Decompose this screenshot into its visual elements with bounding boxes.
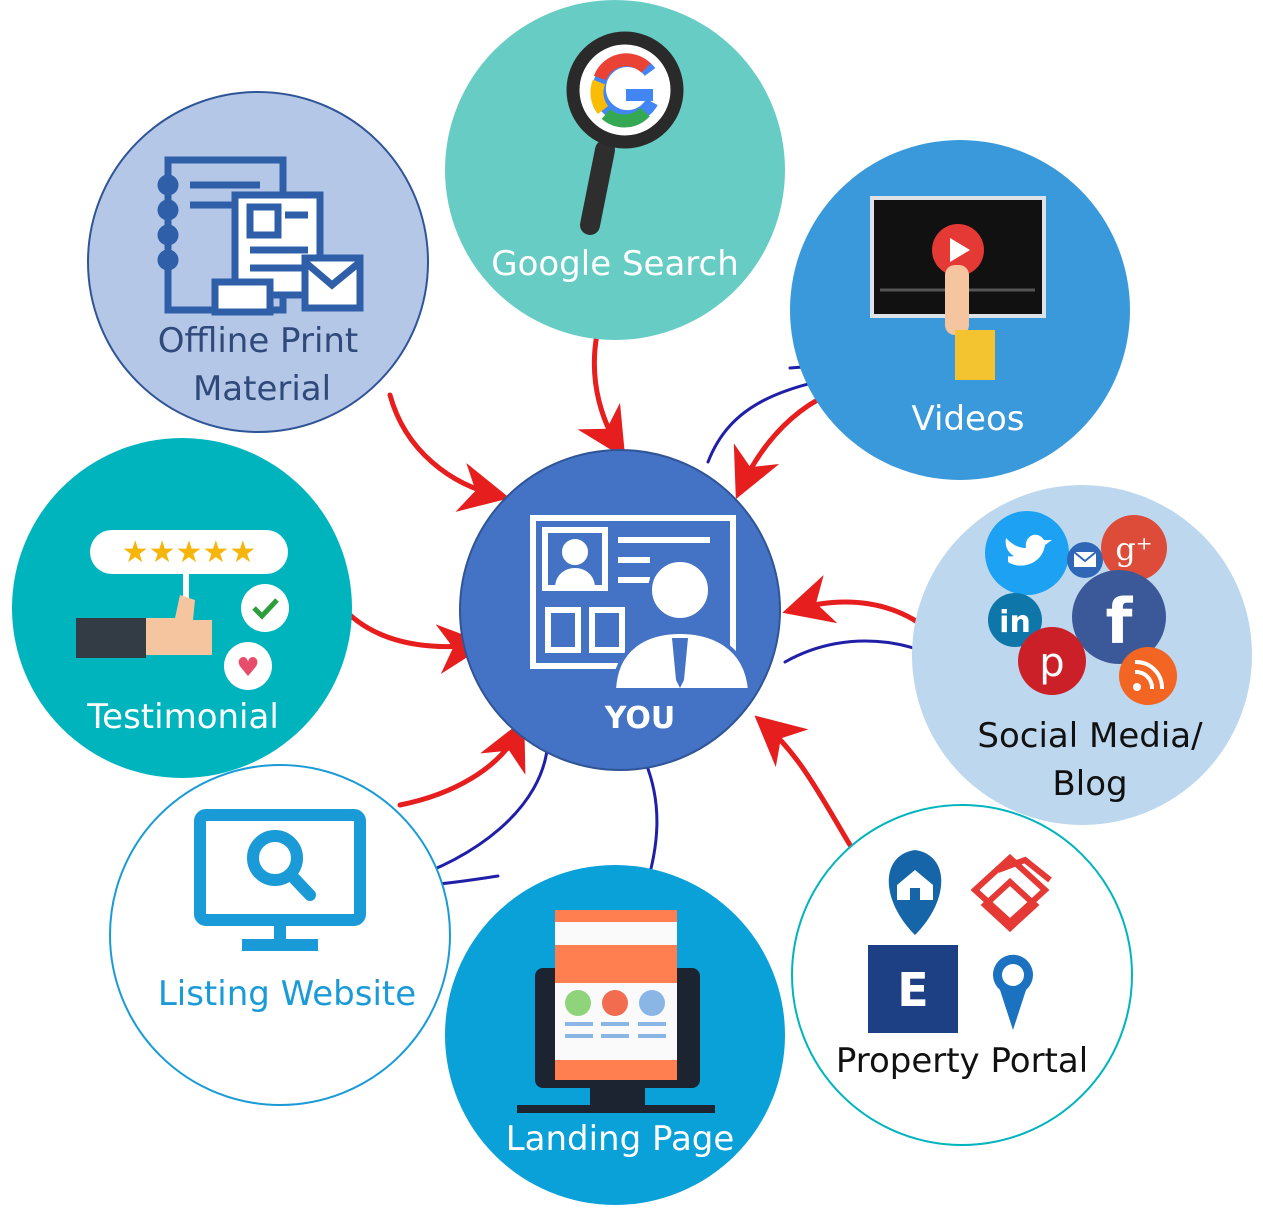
node-google-search: Google Search [445, 0, 785, 340]
svg-text:f: f [1106, 585, 1134, 658]
arrow-social-to-you [782, 575, 938, 638]
svg-text:in: in [999, 605, 1031, 640]
social-media-label-line1: Social Media/ [977, 716, 1203, 756]
edgeprop-logo-icon: E [868, 945, 958, 1033]
testimonial-label: Testimonial [86, 697, 279, 737]
google-magnifier-icon [566, 31, 684, 235]
node-social-media: g⁺ in f p Social Media/ Blog [912, 485, 1252, 825]
video-monitor-icon [870, 196, 1046, 380]
offline-print-label-line2: Material [193, 369, 331, 409]
svg-text:p: p [1039, 640, 1064, 686]
node-google-search-circle [445, 0, 785, 340]
google-plus-icon: g⁺ [1101, 515, 1167, 581]
twitter-icon [985, 511, 1069, 595]
node-you: YOU [459, 449, 781, 771]
rating-stars-icon: ★★★★★ [90, 530, 288, 605]
arrow-print-to-you [387, 392, 510, 512]
arrow-portal-to-you [754, 715, 853, 848]
node-offline-print: Offline Print Material [87, 91, 429, 433]
location-pin-icon [993, 954, 1033, 1030]
linkedin-icon: in [988, 593, 1042, 647]
facebook-icon: f [1072, 570, 1166, 664]
landing-page-label: Landing Page [506, 1119, 735, 1159]
node-property-portal-circle [791, 804, 1133, 1146]
arrow-testimonial-to-you [337, 602, 488, 675]
svg-text:E: E [897, 963, 928, 1017]
layered-roof-logo-icon [970, 853, 1052, 933]
svg-text:♥: ♥ [236, 653, 259, 683]
node-landing-page: Landing Page [445, 865, 785, 1205]
heart-bubble-icon [224, 642, 272, 690]
arrow-listing-to-you [397, 718, 526, 808]
google-search-label: Google Search [491, 244, 739, 284]
landing-page-icon [517, 910, 715, 1113]
offline-print-label-line1: Offline Print [158, 321, 359, 361]
monitor-search-icon [194, 809, 366, 951]
property-portal-label: Property Portal [836, 1041, 1088, 1081]
social-media-label-line2: Blog [1052, 764, 1127, 804]
svg-text:g⁺: g⁺ [1115, 530, 1152, 568]
businessman-icon [611, 558, 753, 692]
house-pin-icon [888, 850, 942, 935]
mail-icon [1067, 542, 1103, 578]
node-testimonial: ★★★★★ ♥ Testimonial [12, 438, 352, 778]
node-property-portal: E Property Portal [791, 804, 1133, 1146]
node-listing-website: Listing Website [109, 764, 451, 1106]
print-documents-icon [157, 156, 364, 316]
videos-label: Videos [912, 399, 1025, 439]
pinterest-icon: p [1018, 627, 1086, 695]
svg-text:★★★★★: ★★★★★ [122, 535, 256, 570]
thumbs-up-icon [76, 595, 212, 658]
node-videos: Videos [790, 140, 1130, 480]
listing-website-label: Listing Website [158, 974, 416, 1014]
check-bubble-icon [241, 584, 289, 632]
rss-icon [1119, 647, 1177, 705]
you-label: YOU [604, 701, 676, 736]
